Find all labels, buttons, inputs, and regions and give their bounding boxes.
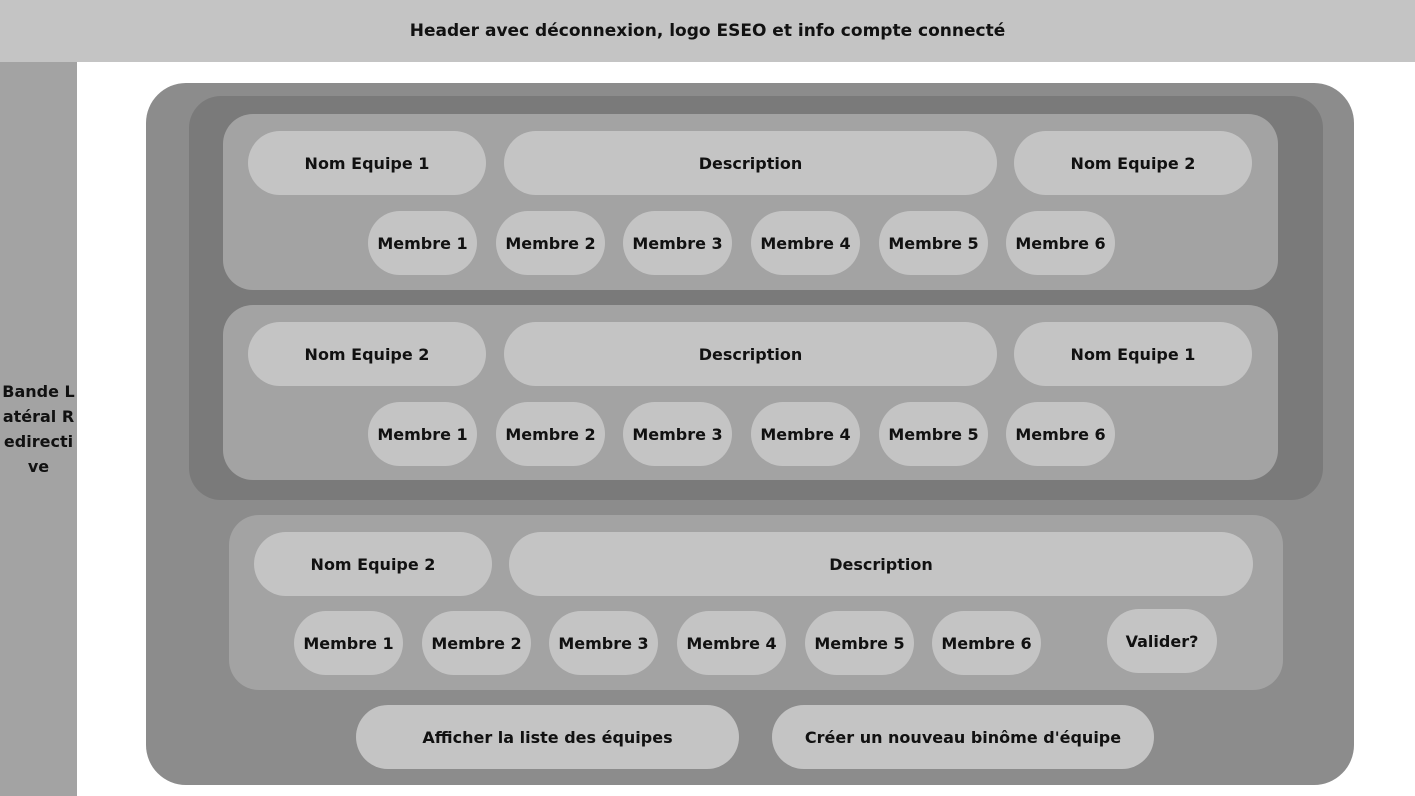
team-name-left[interactable]: Nom Equipe 1 xyxy=(248,131,486,195)
member-chip[interactable]: Membre 2 xyxy=(496,211,605,275)
member-chip[interactable]: Membre 1 xyxy=(368,211,477,275)
team-description[interactable]: Description xyxy=(504,131,997,195)
show-team-list-button[interactable]: Afficher la liste des équipes xyxy=(356,705,739,769)
member-chip[interactable]: Membre 6 xyxy=(932,611,1041,675)
member-chip[interactable]: Membre 1 xyxy=(368,402,477,466)
member-chip[interactable]: Membre 1 xyxy=(294,611,403,675)
member-chip[interactable]: Membre 5 xyxy=(805,611,914,675)
member-chip[interactable]: Membre 4 xyxy=(751,211,860,275)
member-chip[interactable]: Membre 2 xyxy=(422,611,531,675)
member-chip[interactable]: Membre 4 xyxy=(677,611,786,675)
team-name-right[interactable]: Nom Equipe 2 xyxy=(1014,131,1252,195)
member-chip[interactable]: Membre 5 xyxy=(879,211,988,275)
team-name-right[interactable]: Nom Equipe 1 xyxy=(1014,322,1252,386)
team-name-left[interactable]: Nom Equipe 2 xyxy=(248,322,486,386)
header-title: Header avec déconnexion, logo ESEO et in… xyxy=(409,21,1006,41)
member-chip[interactable]: Membre 4 xyxy=(751,402,860,466)
member-chip[interactable]: Membre 6 xyxy=(1006,402,1115,466)
member-chip[interactable]: Membre 3 xyxy=(623,211,732,275)
team-description[interactable]: Description xyxy=(504,322,997,386)
validate-button[interactable]: Valider? xyxy=(1107,609,1217,673)
header: Header avec déconnexion, logo ESEO et in… xyxy=(0,0,1415,62)
create-team-pair-button[interactable]: Créer un nouveau binôme d'équipe xyxy=(772,705,1154,769)
sidebar[interactable]: Bande Latéral Redirective xyxy=(0,62,77,796)
member-chip[interactable]: Membre 5 xyxy=(879,402,988,466)
member-chip[interactable]: Membre 3 xyxy=(549,611,658,675)
member-chip[interactable]: Membre 3 xyxy=(623,402,732,466)
member-chip[interactable]: Membre 6 xyxy=(1006,211,1115,275)
sidebar-label: Bande Latéral Redirective xyxy=(2,382,75,476)
new-team-description[interactable]: Description xyxy=(509,532,1253,596)
new-team-name[interactable]: Nom Equipe 2 xyxy=(254,532,492,596)
member-chip[interactable]: Membre 2 xyxy=(496,402,605,466)
